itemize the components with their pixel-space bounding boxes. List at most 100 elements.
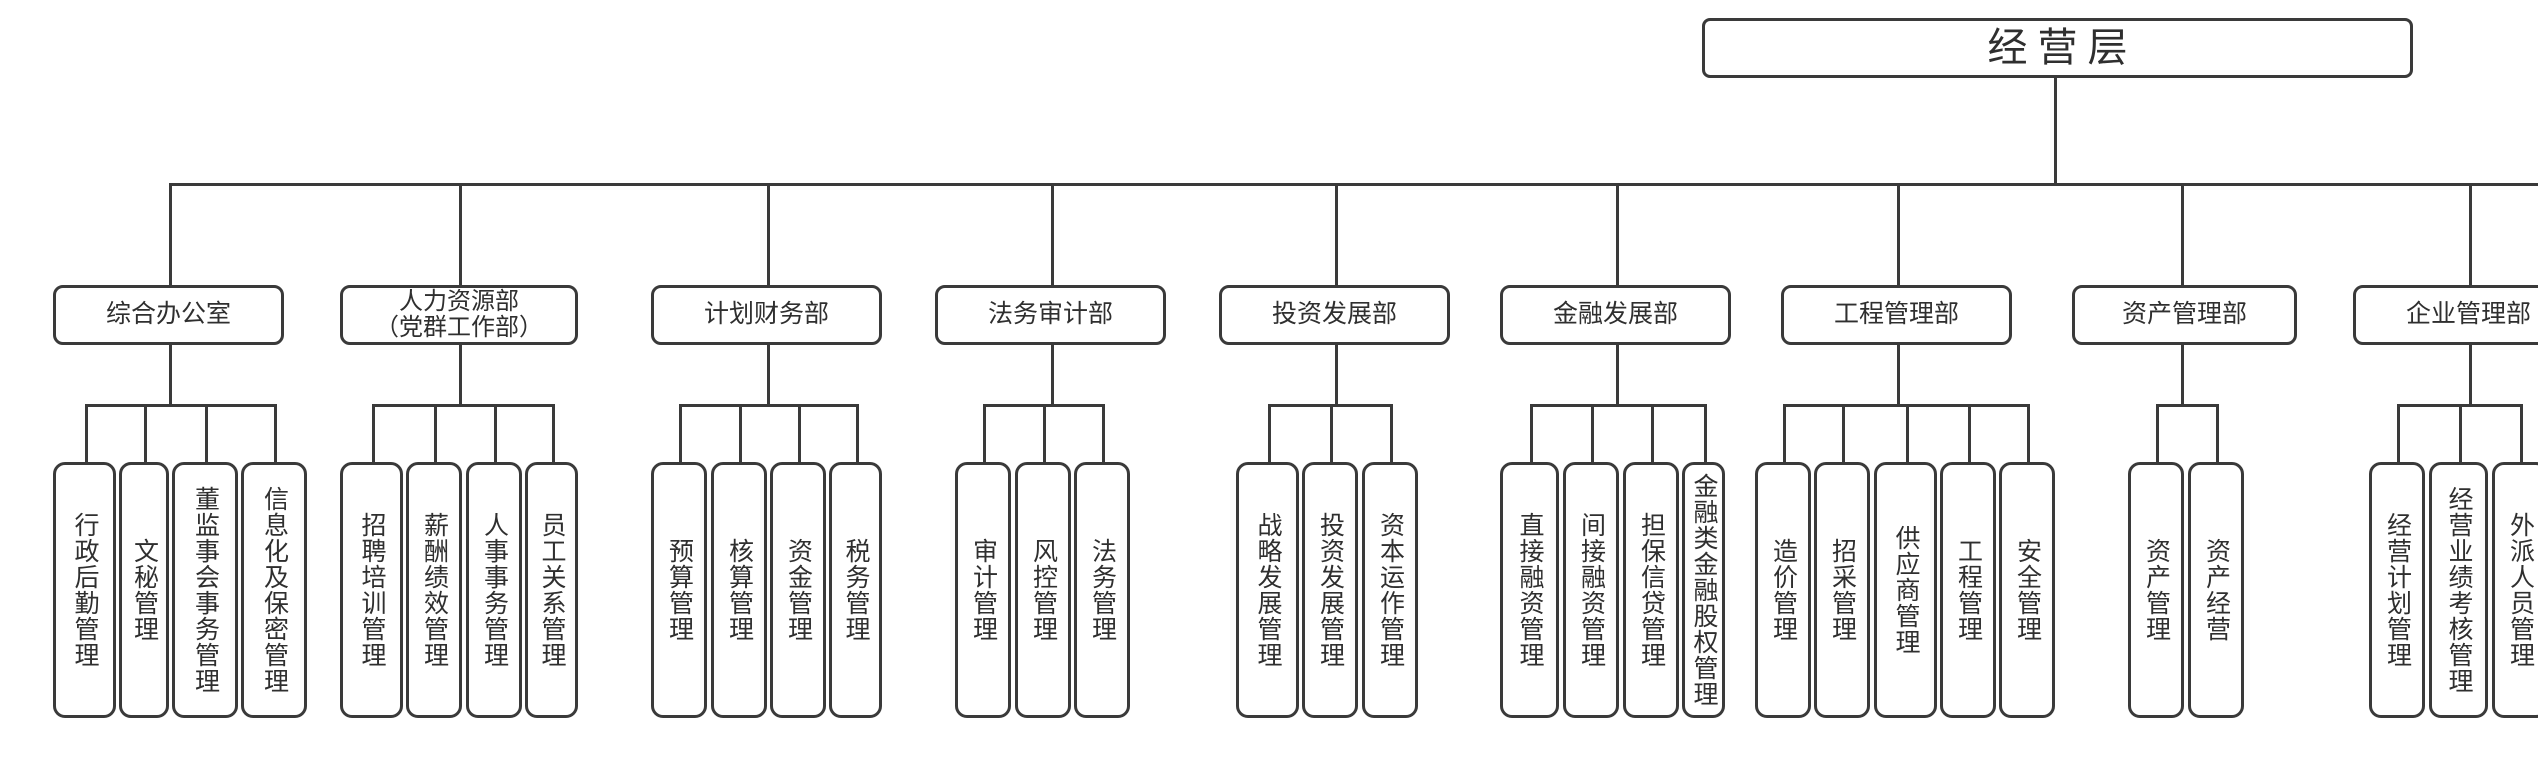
leaf-node[interactable]: 风控管理: [1015, 462, 1071, 718]
leaf-node[interactable]: 人事事务管理: [466, 462, 522, 718]
leaf-node[interactable]: 间接融资管理: [1563, 462, 1619, 718]
department-bus-connector: [169, 183, 2538, 186]
leaf-node-label: 税务管理: [842, 538, 870, 642]
leaf-node[interactable]: 文秘管理: [119, 462, 169, 718]
leaf-node[interactable]: 预算管理: [651, 462, 707, 718]
root-trunk-connector: [2054, 78, 2057, 186]
leaf-node[interactable]: 薪酬绩效管理: [406, 462, 462, 718]
leaf-node[interactable]: 行政后勤管理: [53, 462, 116, 718]
leaf-node[interactable]: 董监事会事务管理: [172, 462, 238, 718]
leaf-node[interactable]: 投资发展管理: [1302, 462, 1358, 718]
leaf-node-label: 造价管理: [1769, 538, 1798, 642]
leaf-node[interactable]: 资产经营: [2188, 462, 2244, 718]
leaf-node-label: 招采管理: [1828, 538, 1857, 642]
leaf-node-label: 战略发展管理: [1254, 512, 1282, 668]
leaf-node-label: 外派人员管理: [2506, 512, 2535, 668]
leaf-node-label: 金融类金融股权管理: [1690, 473, 1718, 707]
leaf-drop-connector: [1842, 404, 1845, 462]
department-node[interactable]: 企业管理部: [2353, 285, 2538, 345]
leaf-drop-connector: [1043, 404, 1046, 462]
leaf-node-label: 经营业绩考核管理: [2445, 486, 2473, 694]
leaf-node[interactable]: 战略发展管理: [1236, 462, 1299, 718]
leaf-node[interactable]: 安全管理: [1999, 462, 2055, 718]
department-label-line: （党群工作部）: [375, 314, 543, 341]
leaf-node-label: 薪酬绩效管理: [420, 512, 449, 668]
leaf-node[interactable]: 资金管理: [770, 462, 826, 718]
department-stem-connector: [2469, 345, 2472, 407]
leaf-node[interactable]: 资本运作管理: [1362, 462, 1418, 718]
leaf-node-label: 法务管理: [1088, 538, 1117, 642]
leaf-node[interactable]: 经营业绩考核管理: [2429, 462, 2488, 718]
department-node-label: 人力资源部（党群工作部）: [375, 289, 543, 341]
department-node[interactable]: 法务审计部: [935, 285, 1166, 345]
leaf-node[interactable]: 经营计划管理: [2369, 462, 2425, 718]
leaf-node[interactable]: 招聘培训管理: [340, 462, 403, 718]
department-drop-connector: [169, 183, 172, 285]
leaf-bus-connector: [372, 404, 552, 407]
leaf-node[interactable]: 直接融资管理: [1500, 462, 1559, 718]
department-node-label: 投资发展部: [1272, 300, 1397, 330]
leaf-node[interactable]: 员工关系管理: [525, 462, 578, 718]
leaf-drop-connector: [2520, 404, 2523, 462]
department-node-label: 资产管理部: [2122, 300, 2247, 330]
leaf-node[interactable]: 核算管理: [711, 462, 767, 718]
department-node[interactable]: 人力资源部（党群工作部）: [340, 285, 578, 345]
department-node[interactable]: 计划财务部: [651, 285, 882, 345]
leaf-drop-connector: [983, 404, 986, 462]
leaf-node-label: 招聘培训管理: [358, 512, 386, 668]
department-drop-connector: [1897, 183, 1900, 285]
leaf-node[interactable]: 法务管理: [1074, 462, 1130, 718]
department-label-line: 人力资源部: [399, 288, 519, 316]
leaf-node[interactable]: 工程管理: [1940, 462, 1996, 718]
leaf-node[interactable]: 税务管理: [829, 462, 882, 718]
leaf-node[interactable]: 信息化及保密管理: [241, 462, 307, 718]
leaf-node-label: 资产经营: [2202, 538, 2231, 642]
department-node-label: 金融发展部: [1553, 300, 1678, 330]
leaf-drop-connector: [1906, 404, 1909, 462]
leaf-node-label: 资本运作管理: [1376, 512, 1405, 668]
department-stem-connector: [169, 345, 172, 407]
leaf-drop-connector: [85, 404, 88, 462]
department-node[interactable]: 综合办公室: [53, 285, 284, 345]
leaf-drop-connector: [1390, 404, 1393, 462]
leaf-node-label: 经营计划管理: [2383, 512, 2412, 668]
leaf-node[interactable]: 担保信贷管理: [1623, 462, 1679, 718]
leaf-node[interactable]: 外派人员管理: [2492, 462, 2538, 718]
department-stem-connector: [1335, 345, 1338, 407]
department-stem-connector: [1616, 345, 1619, 407]
leaf-node[interactable]: 造价管理: [1755, 462, 1811, 718]
leaf-bus-connector: [679, 404, 856, 407]
leaf-node[interactable]: 资产管理: [2128, 462, 2184, 718]
leaf-drop-connector: [679, 404, 682, 462]
leaf-node[interactable]: 招采管理: [1814, 462, 1870, 718]
department-node-label: 企业管理部: [2406, 300, 2531, 330]
department-node[interactable]: 投资发展部: [1219, 285, 1450, 345]
leaf-drop-connector: [1268, 404, 1271, 462]
department-stem-connector: [1897, 345, 1900, 407]
leaf-node[interactable]: 审计管理: [955, 462, 1011, 718]
leaf-drop-connector: [2459, 404, 2462, 462]
leaf-drop-connector: [2397, 404, 2400, 462]
department-node-label: 综合办公室: [106, 300, 231, 330]
department-node[interactable]: 金融发展部: [1500, 285, 1731, 345]
leaf-drop-connector: [2156, 404, 2159, 462]
leaf-node[interactable]: 金融类金融股权管理: [1682, 462, 1725, 718]
leaf-drop-connector: [434, 404, 437, 462]
department-node[interactable]: 工程管理部: [1781, 285, 2012, 345]
leaf-node-label: 人事事务管理: [480, 512, 509, 668]
department-node-label: 计划财务部: [704, 300, 829, 330]
leaf-drop-connector: [1783, 404, 1786, 462]
department-drop-connector: [2181, 183, 2184, 285]
leaf-node-label: 工程管理: [1954, 538, 1983, 642]
leaf-node-label: 供应商管理: [1892, 525, 1920, 655]
root-node-management-level[interactable]: 经营层: [1702, 18, 2413, 78]
leaf-node-label: 员工关系管理: [538, 512, 566, 668]
leaf-node[interactable]: 供应商管理: [1874, 462, 1937, 718]
department-label-line: 金融发展部: [1552, 300, 1678, 329]
department-node[interactable]: 资产管理部: [2072, 285, 2297, 345]
leaf-drop-connector: [1102, 404, 1105, 462]
leaf-bus-connector: [1783, 404, 2027, 407]
leaf-node-label: 投资发展管理: [1316, 512, 1345, 668]
department-stem-connector: [2181, 345, 2184, 407]
department-drop-connector: [2469, 183, 2472, 285]
